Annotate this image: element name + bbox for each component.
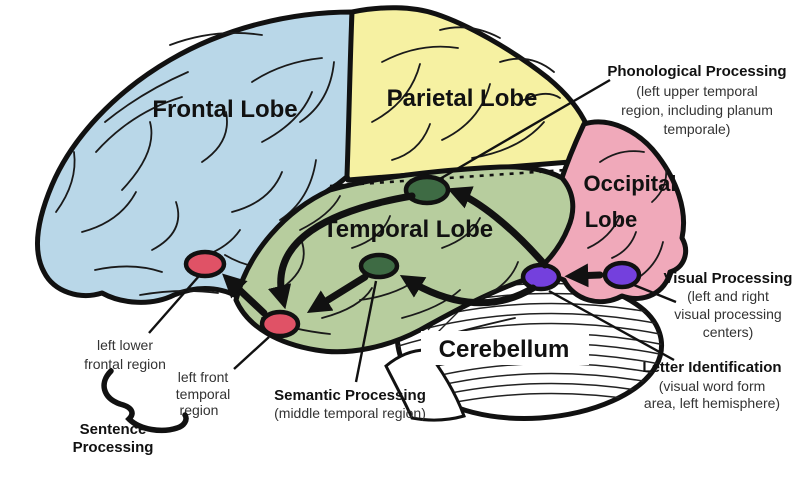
- phonological-title: Phonological Processing: [607, 63, 786, 80]
- visual-pointer-line: [633, 283, 677, 304]
- frontal-region-line2: frontal region: [84, 356, 166, 372]
- arrow-visual-to-letter: [564, 263, 604, 288]
- occipital-lobe-label-line2: Lobe: [585, 207, 638, 232]
- letter-line2: area, left hemisphere): [644, 395, 780, 411]
- visual-line1: (left and right: [687, 288, 769, 304]
- temporal-region-pointer-line: [233, 336, 270, 370]
- sentence-annotation: Sentence Processing: [73, 368, 189, 456]
- visual-annotation: Visual Processing (left and right visual…: [664, 270, 793, 340]
- semantic-annotation: Semantic Processing (middle temporal reg…: [274, 387, 426, 421]
- phonological-pointer-line: [437, 78, 611, 182]
- cerebellum-label: Cerebellum: [439, 336, 570, 363]
- brainstem-shape: [384, 348, 466, 422]
- semantic-title: Semantic Processing: [274, 387, 426, 404]
- frontal-region-line1: left lower: [97, 337, 153, 353]
- parietal-gyri-lines: [371, 26, 561, 161]
- frontal-lobe-label: Frontal Lobe: [152, 96, 297, 123]
- temporal-region-marker: [259, 309, 301, 339]
- phonological-annotation: Phonological Processing (left upper temp…: [607, 63, 786, 137]
- frontal-region-marker: [183, 249, 227, 279]
- temporal-region-line1: left front: [178, 369, 229, 385]
- cerebellum-label-background: [421, 331, 589, 365]
- temporal-lobe-label: Temporal Lobe: [323, 216, 493, 243]
- semantic-region-marker: [358, 252, 400, 280]
- sentence-title-line1: Sentence: [80, 421, 147, 438]
- letter-pointer-line: [548, 289, 675, 362]
- arrow-phonological-to-temporal-region: [268, 192, 416, 310]
- parietal-lobe-label: Parietal Lobe: [387, 85, 538, 112]
- sentence-title-line2: Processing: [73, 439, 154, 456]
- semantic-pointer-line: [354, 280, 378, 383]
- arrow-letter-to-semantic: [399, 275, 537, 307]
- temporal-region-annotation: left front temporal region: [176, 369, 230, 418]
- phonological-line2: region, including planum: [621, 102, 773, 118]
- phonological-line3: temporale): [664, 121, 731, 137]
- letter-title: Letter Identification: [642, 359, 781, 376]
- frontal-region-annotation: left lower frontal region: [84, 337, 166, 372]
- occipital-lobe-label-line1: Occipital: [584, 171, 677, 196]
- visual-line2: visual processing: [674, 306, 781, 322]
- visual-region-marker: [602, 260, 642, 290]
- temporal-region-line2: temporal: [176, 386, 230, 402]
- semantic-line1: (middle temporal region): [274, 405, 426, 421]
- visual-title: Visual Processing: [664, 270, 793, 287]
- flow-arrows: [222, 186, 604, 317]
- letter-line1: (visual word form: [659, 378, 766, 394]
- temporal-region-line3: region: [180, 402, 219, 418]
- arrow-semantic-to-temporal-region: [306, 273, 369, 314]
- letter-region-marker: [520, 262, 562, 292]
- sentence-brace: [101, 368, 189, 433]
- arrow-temporal-region-to-frontal-region: [222, 273, 268, 317]
- arrow-letter-to-phonological: [447, 186, 549, 269]
- frontal-gyri-lines: [55, 32, 335, 296]
- pointer-lines: [148, 78, 677, 383]
- visual-line3: centers): [703, 324, 754, 340]
- frontal-region-pointer-line: [148, 275, 200, 334]
- letter-annotation: Letter Identification (visual word form …: [642, 359, 781, 411]
- phonological-line1: (left upper temporal: [636, 83, 757, 99]
